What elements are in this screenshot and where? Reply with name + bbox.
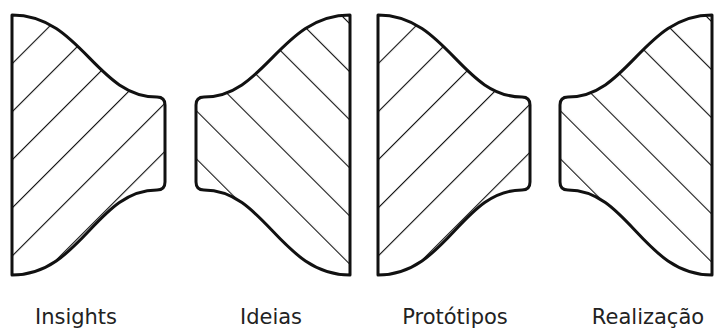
shape-outline — [378, 15, 530, 275]
stage-label: Insights — [33, 305, 119, 330]
stage-shape: Protótipos — [378, 15, 530, 333]
shape-outline — [560, 15, 712, 275]
hatched-shape — [12, 15, 165, 275]
hatched-shape — [560, 15, 712, 275]
shape-outline — [12, 15, 165, 275]
stage-shape: Insights — [12, 15, 165, 333]
stage-shape: Ideias — [196, 15, 350, 333]
shape-outline — [196, 15, 350, 275]
stage-label: Protótipos — [400, 305, 510, 330]
hatched-shape — [196, 15, 350, 275]
stage-shape: Realização — [560, 15, 712, 333]
hatched-shape — [378, 15, 530, 275]
stage-label: Realização — [590, 305, 706, 330]
stage-label: Ideias — [238, 305, 304, 330]
